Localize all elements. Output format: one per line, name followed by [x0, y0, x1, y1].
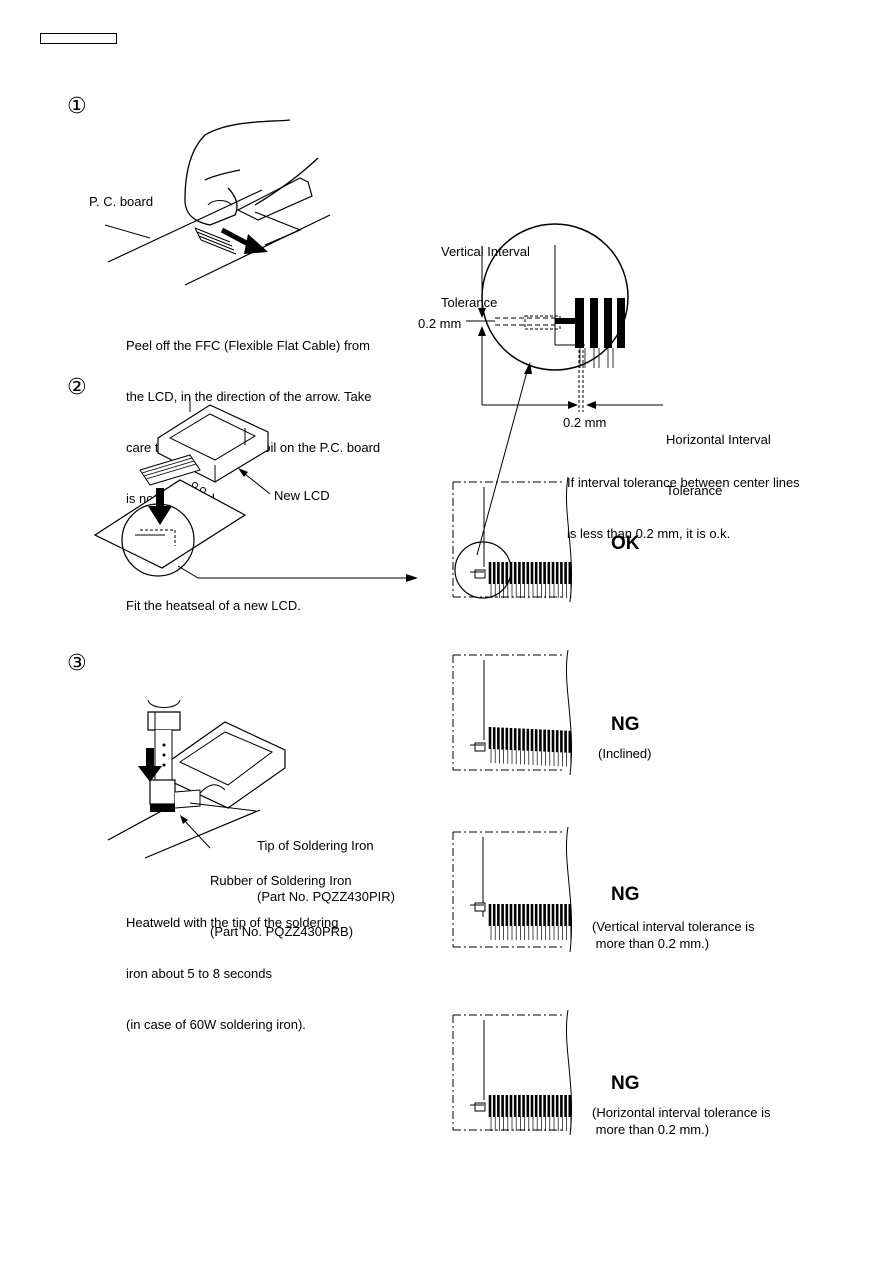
result-note-2: (Inclined)	[598, 745, 651, 762]
result-verdict-4: NG	[611, 1073, 640, 1094]
pc-board-label: P. C. board	[89, 194, 154, 209]
step-1-caption-line: care to ensure that the foil on the P.C.…	[126, 440, 381, 455]
result-note-4: (Horizontal interval tolerance is more t…	[592, 1104, 770, 1138]
soldering-rubber-label: Rubber of Soldering Iron (Part No. PQZZ4…	[210, 838, 353, 957]
step-3-marker: ③	[67, 651, 87, 676]
vertical-interval-label: Vertical Interval Tolerance	[441, 209, 530, 328]
horizontal-interval-label-line: Tolerance	[666, 483, 723, 498]
tolerance-note-line: If interval tolerance between center lin…	[567, 475, 800, 490]
horizontal-interval-label-line: Horizontal Interval	[666, 432, 771, 447]
step-3-caption-line: Heatweld with the tip of the soldering	[126, 915, 339, 930]
result-note-line: more than 0.2 mm.)	[592, 1122, 710, 1137]
result-note-line: (Horizontal interval tolerance is	[592, 1105, 771, 1120]
step-3-caption: Heatweld with the tip of the soldering i…	[126, 880, 338, 1050]
horizontal-tolerance-value: 0.2 mm	[563, 415, 607, 430]
step-1-marker: ①	[67, 94, 87, 119]
vertical-interval-label-line: Tolerance	[441, 295, 498, 310]
tolerance-note: If interval tolerance between center lin…	[567, 440, 800, 559]
step-3-caption-line: (in case of 60W soldering iron).	[126, 1017, 306, 1032]
result-verdict-3: NG	[611, 884, 640, 905]
vertical-tolerance-value: 0.2 mm	[418, 316, 462, 331]
vertical-interval-label-line: Vertical Interval	[441, 244, 530, 259]
step-1-caption-line: Peel off the FFC (Flexible Flat Cable) f…	[126, 338, 370, 353]
result-verdict-2: NG	[611, 714, 640, 735]
horizontal-interval-label: Horizontal Interval Tolerance	[666, 397, 771, 516]
soldering-rubber-label-line: Rubber of Soldering Iron	[210, 873, 352, 888]
result-note-line: (Inclined)	[598, 746, 652, 761]
new-lcd-label: New LCD	[274, 488, 330, 503]
step-1-caption: Peel off the FFC (Flexible Flat Cable) f…	[126, 303, 380, 524]
soldering-tip-label-line: (Part No. PQZZ430PIR)	[257, 889, 395, 904]
soldering-tip-label: Tip of Soldering Iron (Part No. PQZZ430P…	[257, 803, 395, 922]
result-note-line: (Vertical interval tolerance is	[592, 919, 755, 934]
header-box	[40, 33, 117, 44]
tolerance-note-line: is less than 0.2 mm, it is o.k.	[567, 526, 731, 541]
soldering-rubber-label-line: (Part No. PQZZ430PRB)	[210, 924, 354, 939]
step-2-marker: ②	[67, 375, 87, 400]
soldering-tip-label-line: Tip of Soldering Iron	[257, 838, 374, 853]
result-note-line: more than 0.2 mm.)	[592, 936, 710, 951]
result-note-3: (Vertical interval tolerance is more tha…	[592, 918, 755, 952]
step-2-caption: Fit the heatseal of a new LCD.	[126, 598, 301, 613]
step-3-caption-line: iron about 5 to 8 seconds	[126, 966, 272, 981]
result-verdict-1: OK	[611, 533, 640, 554]
step-1-caption-line: is not damaged.	[126, 491, 219, 506]
step-1-caption-line: the LCD, in the direction of the arrow. …	[126, 389, 372, 404]
